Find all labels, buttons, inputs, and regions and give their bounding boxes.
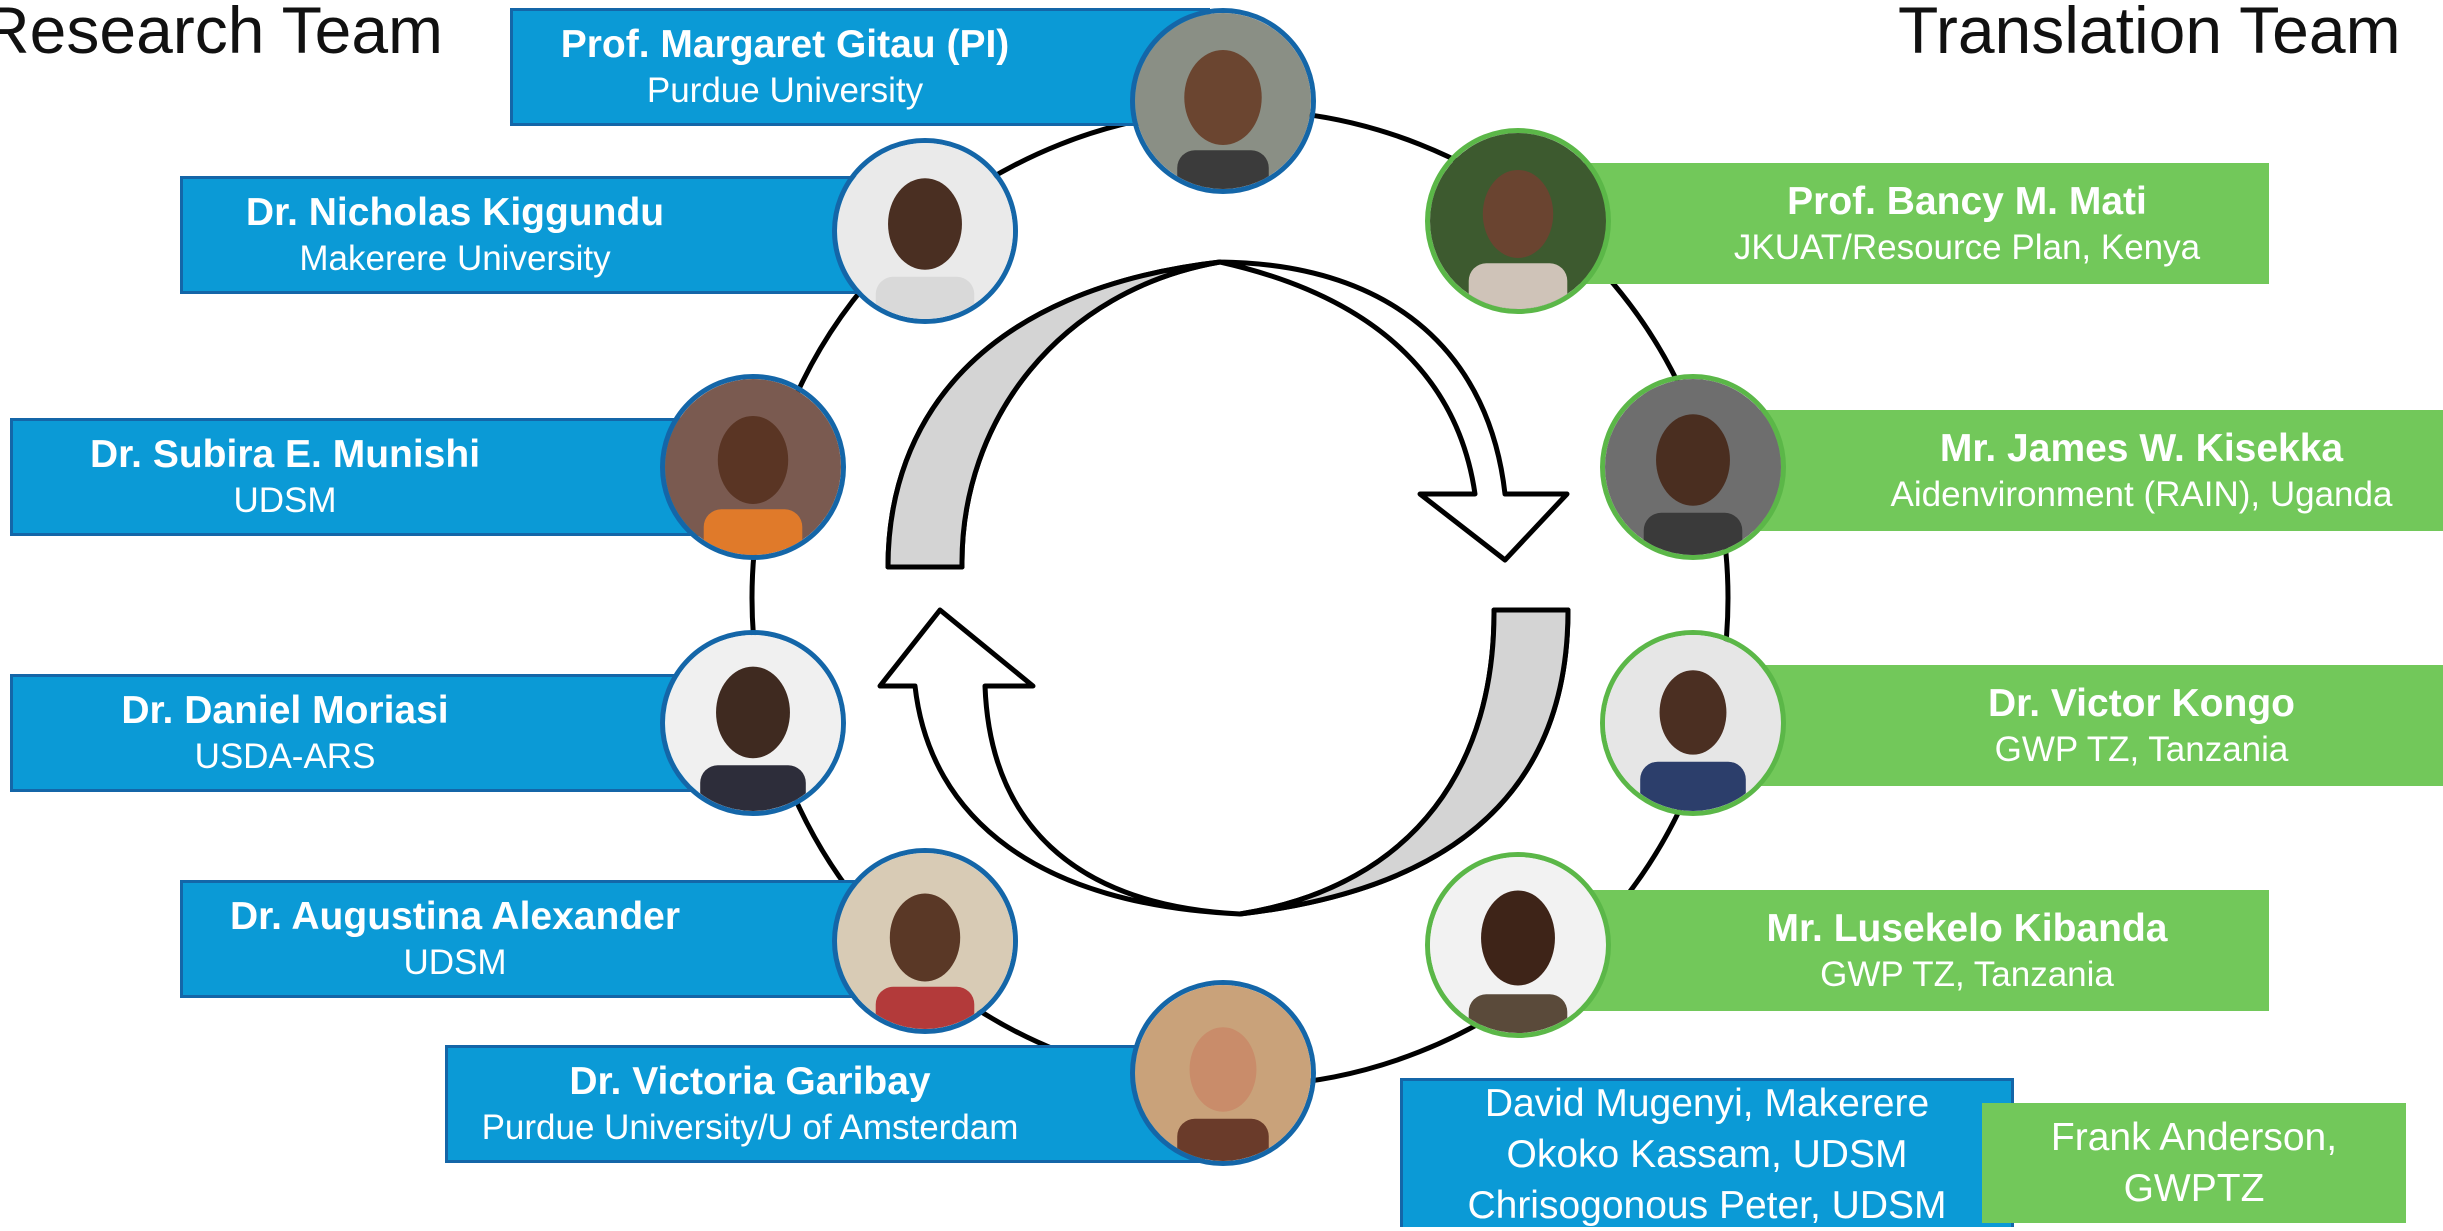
students-line-2: Okoko Kassam, UDSM [1506,1132,1908,1176]
portrait-photo-mati [1425,128,1611,314]
frank-anderson-box: Frank Anderson, GWPTZ [1982,1103,2406,1223]
portrait-photo-kibanda [1425,852,1611,1038]
member-name: Dr. Nicholas Kiggundu [245,191,665,234]
research-team-heading: Research Team [0,0,444,67]
member-name: Dr. Augustina Alexander [229,895,681,938]
member-name: Prof. Margaret Gitau (PI) [560,23,1010,66]
member-card-research-5: Dr. Augustina Alexander UDSM [180,880,880,998]
portrait-photo-gitau [1130,8,1316,194]
member-affiliation: Makerere University [299,239,611,278]
member-card-translation-1: Prof. Bancy M. Mati JKUAT/Resource Plan,… [1515,163,2269,284]
portrait-photo-munishi [660,374,846,560]
member-affiliation: GWP TZ, Tanzania [1994,729,2289,769]
member-name: Dr. Daniel Moriasi [121,689,449,732]
portrait-photo-moriasi [660,630,846,816]
member-card-translation-3: Dr. Victor Kongo GWP TZ, Tanzania [1690,665,2443,786]
students-line-3: Chrisogonous Peter, UDSM [1467,1183,1947,1227]
member-card-research-4: Dr. Daniel Moriasi USDA-ARS [10,674,710,792]
member-affiliation: Purdue University/U of Amsterdam [481,1108,1019,1147]
member-card-research-1: Prof. Margaret Gitau (PI) Purdue Univers… [510,8,1210,126]
member-name: Dr. Subira E. Munishi [89,433,481,476]
portrait-photo-alexander [832,848,1018,1034]
member-card-translation-2: Mr. James W. Kisekka Aidenvironment (RAI… [1690,410,2443,531]
students-box: David Mugenyi, Makerere Okoko Kassam, UD… [1400,1078,2014,1227]
top-arrow-shaded-band [885,259,1223,570]
member-card-translation-4: Mr. Lusekelo Kibanda GWP TZ, Tanzania [1515,890,2269,1011]
translation-team-heading: Translation Team [1898,0,2401,67]
member-affiliation: Aidenvironment (RAIN), Uganda [1890,474,2393,514]
member-card-research-6: Dr. Victoria Garibay Purdue University/U… [445,1045,1205,1163]
students-line-1: David Mugenyi, Makerere [1484,1081,1930,1125]
member-name: Mr. James W. Kisekka [1939,426,2344,470]
member-card-research-2: Dr. Nicholas Kiggundu Makerere Universit… [180,176,880,294]
member-affiliation: Purdue University [646,71,924,110]
other-line-2: GWPTZ [2123,1167,2265,1210]
portrait-photo-kiggundu [832,138,1018,324]
member-name: Prof. Bancy M. Mati [1787,179,2147,223]
bottom-arrow-shaded-band [1237,607,1571,917]
member-affiliation: GWP TZ, Tanzania [1820,954,2114,994]
other-line-1: Frank Anderson, [2050,1116,2338,1159]
portrait-photo-kisekka [1600,374,1786,560]
member-affiliation: UDSM [233,481,337,520]
member-affiliation: USDA-ARS [194,737,376,776]
member-name: Mr. Lusekelo Kibanda [1766,906,2168,950]
member-affiliation: JKUAT/Resource Plan, Kenya [1733,227,2201,267]
portrait-photo-garibay [1130,980,1316,1166]
portrait-photo-kongo [1600,630,1786,816]
member-card-research-3: Dr. Subira E. Munishi UDSM [10,418,710,536]
member-affiliation: UDSM [403,943,507,982]
member-name: Dr. Victor Kongo [1988,681,2295,725]
member-name: Dr. Victoria Garibay [569,1060,931,1103]
